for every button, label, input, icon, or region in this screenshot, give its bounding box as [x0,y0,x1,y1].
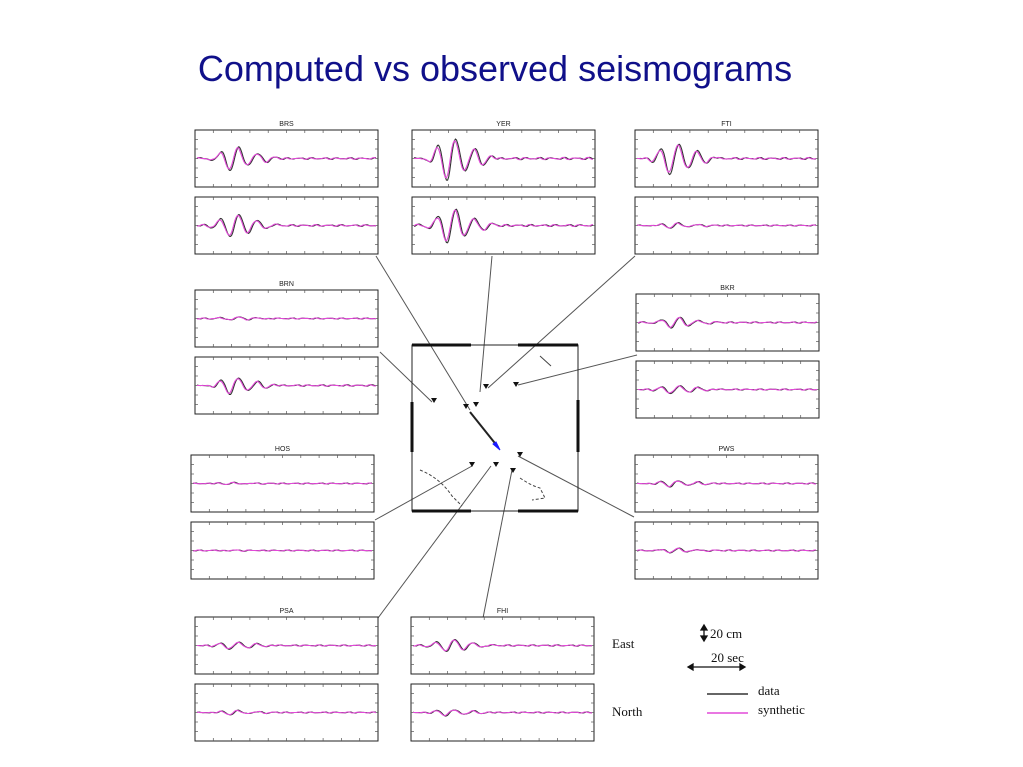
station-map [410,343,580,513]
connector-fti [487,255,636,389]
seismogram-panel [410,683,595,742]
seismogram-panel [634,129,819,188]
synthetic-trace [412,639,593,652]
station-label-hos: HOS [275,446,291,453]
synthetic-trace [196,709,377,716]
station-marker-pws [517,452,523,457]
seismogram-panel [194,683,379,742]
station-label-pws: PWS [719,446,735,453]
seismogram-panel [635,293,820,352]
connector-brs [375,255,471,411]
connector-lines [374,255,638,619]
map-contour-left [419,469,463,507]
station-marker-brs [463,404,469,409]
seismogram-panel [194,289,379,348]
seismogram-panel [194,196,379,255]
synthetic-trace [413,709,593,717]
station-label-fti: FTI [721,121,732,128]
station-label-fhi: FHI [497,608,508,615]
synthetic-trace [196,147,377,170]
station-marker-hos [469,462,475,467]
seismogram-panel [634,454,819,513]
legend-east-label: East [612,636,635,651]
station-marker-fti [483,384,489,389]
seismogram-panel [194,356,379,415]
station-marker-psa [493,462,499,467]
synthetic-trace [196,316,377,321]
synthetic-trace [413,209,594,242]
map-station-markers [431,382,523,473]
station-marker-brn [431,398,437,403]
synthetic-trace [637,316,818,328]
epicenter-arrow-icon [492,441,501,451]
observed-trace [413,138,594,181]
amplitude-scale-icon [699,623,709,643]
legend-data-label: data [758,683,780,698]
time-scale-label: 20 sec [711,650,744,665]
station-marker-fhi [510,468,516,473]
legend-north-label: North [612,704,643,719]
synthetic-trace [193,549,373,552]
synthetic-trace [196,641,376,650]
seismogram-panel [411,196,596,255]
connector-fhi [482,469,513,619]
connector-psa [377,465,492,619]
legend-synthetic-label: synthetic [758,702,805,717]
seismogram-panel [634,196,819,255]
legend: East North 20 cm 20 sec data synthetic [612,623,805,719]
fault-rupture-line [469,411,499,448]
synthetic-trace [636,222,817,229]
amplitude-scale-label: 20 cm [710,626,742,641]
station-marker-yer [473,402,479,407]
synthetic-trace [196,214,377,236]
synthetic-trace [636,144,817,173]
map-contour-right [519,477,546,501]
seismogram-panel [194,616,379,675]
synthetic-trace [636,547,817,554]
station-label-brn: BRN [279,281,294,288]
synthetic-trace [196,378,377,394]
synthetic-trace [192,481,373,485]
synthetic-trace [413,140,594,179]
seismogram-panel [634,521,819,580]
seismogram-panel [411,129,596,188]
station-label-brs: BRS [279,121,294,128]
station-label-yer: YER [496,121,510,128]
seismogram-panel [635,360,820,419]
synthetic-trace [637,385,817,394]
seismogram-panel [190,454,375,513]
seismogram-panel [190,521,375,580]
station-label-bkr: BKR [720,285,734,292]
map-contour-mark [539,355,552,367]
connector-hos [374,465,473,521]
station-label-psa: PSA [279,608,293,615]
seismogram-panel [194,129,379,188]
time-scale-icon [686,662,747,672]
station-marker-bkr [513,382,519,387]
seismogram-panel [410,616,595,675]
connector-yer [479,255,493,393]
synthetic-trace [636,480,816,488]
connector-pws [517,455,635,518]
connector-brn [379,351,433,403]
slide-title: Computed vs observed seismograms [197,48,793,89]
seismogram-panels: BRS YER FTI BRN BKR HOS PWS PSA FHI [190,121,820,742]
